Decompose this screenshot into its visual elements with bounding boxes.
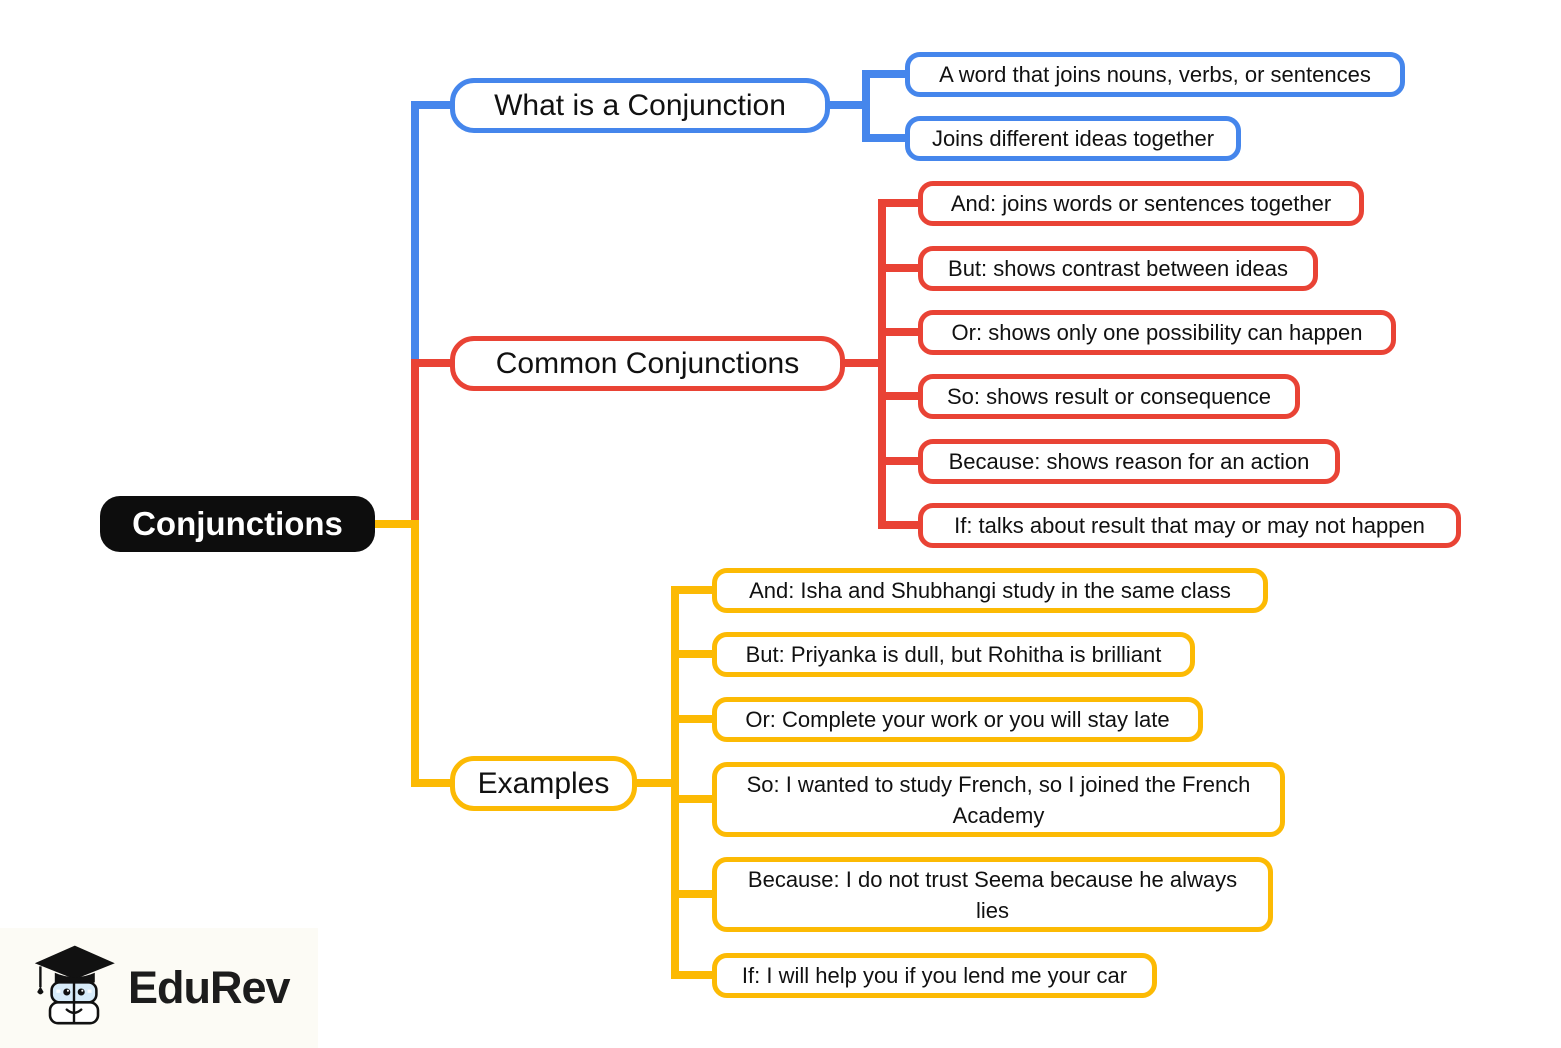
leaf-label: Joins different ideas together [931,125,1215,151]
leaf-label: So: I wanted to study French, so I joine… [746,771,1251,828]
leaf-node: Or: Complete your work or you will stay … [712,697,1203,742]
examples-stub-line [411,779,454,787]
branch-label: What is a Conjunction [494,88,786,122]
leaf-node: And: Isha and Shubhangi study in the sam… [712,568,1268,613]
leaf-node: Or: shows only one possibility can happe… [918,310,1396,355]
yellow-branch-out-line [635,779,675,787]
trunk-line-red [411,359,419,520]
blue-child2-stub [866,134,908,142]
yellow-child2-stub [675,650,712,658]
leaf-node: And: joins words or sentences together [918,181,1364,226]
leaf-label: Or: shows only one possibility can happe… [951,319,1363,345]
leaf-node: But: shows contrast between ideas [918,246,1318,291]
leaf-label: If: I will help you if you lend me your … [741,962,1128,988]
leaf-node: If: talks about result that may or may n… [918,503,1461,548]
root-label: Conjunctions [132,505,343,542]
yellow-child6-stub [675,971,712,979]
edurev-wordmark: EduRev [128,962,291,1013]
leaf-label: Or: Complete your work or you will stay … [745,706,1170,732]
common-stub-line [411,359,454,367]
yellow-child1-stub [675,586,712,594]
red-child5-stub [882,457,922,465]
leaf-node: But: Priyanka is dull, but Rohitha is br… [712,632,1195,677]
root-stub-line [375,520,415,528]
leaf-label: But: Priyanka is dull, but Rohitha is br… [745,641,1162,667]
branch-label: Examples [477,766,610,800]
leaf-label: A word that joins nouns, verbs, or sente… [939,61,1371,87]
red-child6-stub [882,521,922,529]
leaf-label: Because: shows reason for an action [948,448,1310,474]
leaf-label: And: Isha and Shubhangi study in the sam… [749,577,1231,603]
blue-child1-stub [866,70,908,78]
leaf-node: Joins different ideas together [905,116,1241,161]
leaf-node: A word that joins nouns, verbs, or sente… [905,52,1405,97]
blue-rail-line [862,70,870,142]
leaf-label: And: joins words or sentences together [950,190,1332,216]
yellow-child3-stub [675,715,712,723]
branch-label: Common Conjunctions [495,346,800,380]
leaf-node: So: I wanted to study French, so I joine… [712,762,1285,837]
leaf-node: Because: I do not trust Seema because he… [712,857,1273,932]
root-node-conjunctions: Conjunctions [100,496,375,552]
red-rail-line [878,199,886,529]
yellow-child5-stub [675,890,712,898]
red-branch-out-line [843,359,882,367]
branch-node-what-is-a-conjunction: What is a Conjunction [450,78,830,133]
branch-node-common-conjunctions: Common Conjunctions [450,336,845,391]
leaf-label: Because: I do not trust Seema because he… [747,866,1238,923]
trunk-line-yellow [411,520,419,787]
leaf-node: Because: shows reason for an action [918,439,1340,484]
red-child4-stub [882,392,922,400]
edurev-mascot-icon [34,945,115,1025]
leaf-label: But: shows contrast between ideas [948,255,1288,281]
branch-node-examples: Examples [450,756,637,811]
leaf-node: So: shows result or consequence [918,374,1300,419]
leaf-label: If: talks about result that may or may n… [954,512,1425,538]
yellow-child4-stub [675,795,712,803]
red-child2-stub [882,264,922,272]
leaf-label: So: shows result or consequence [946,383,1272,409]
yellow-rail-line [671,586,679,979]
trunk-line-blue [411,101,419,359]
what-stub-line [411,101,454,109]
red-child3-stub [882,328,922,336]
red-child1-stub [882,199,922,207]
blue-branch-out-line [828,101,866,109]
leaf-node: If: I will help you if you lend me your … [712,953,1157,998]
edurev-logo: EduRev [30,938,310,1030]
